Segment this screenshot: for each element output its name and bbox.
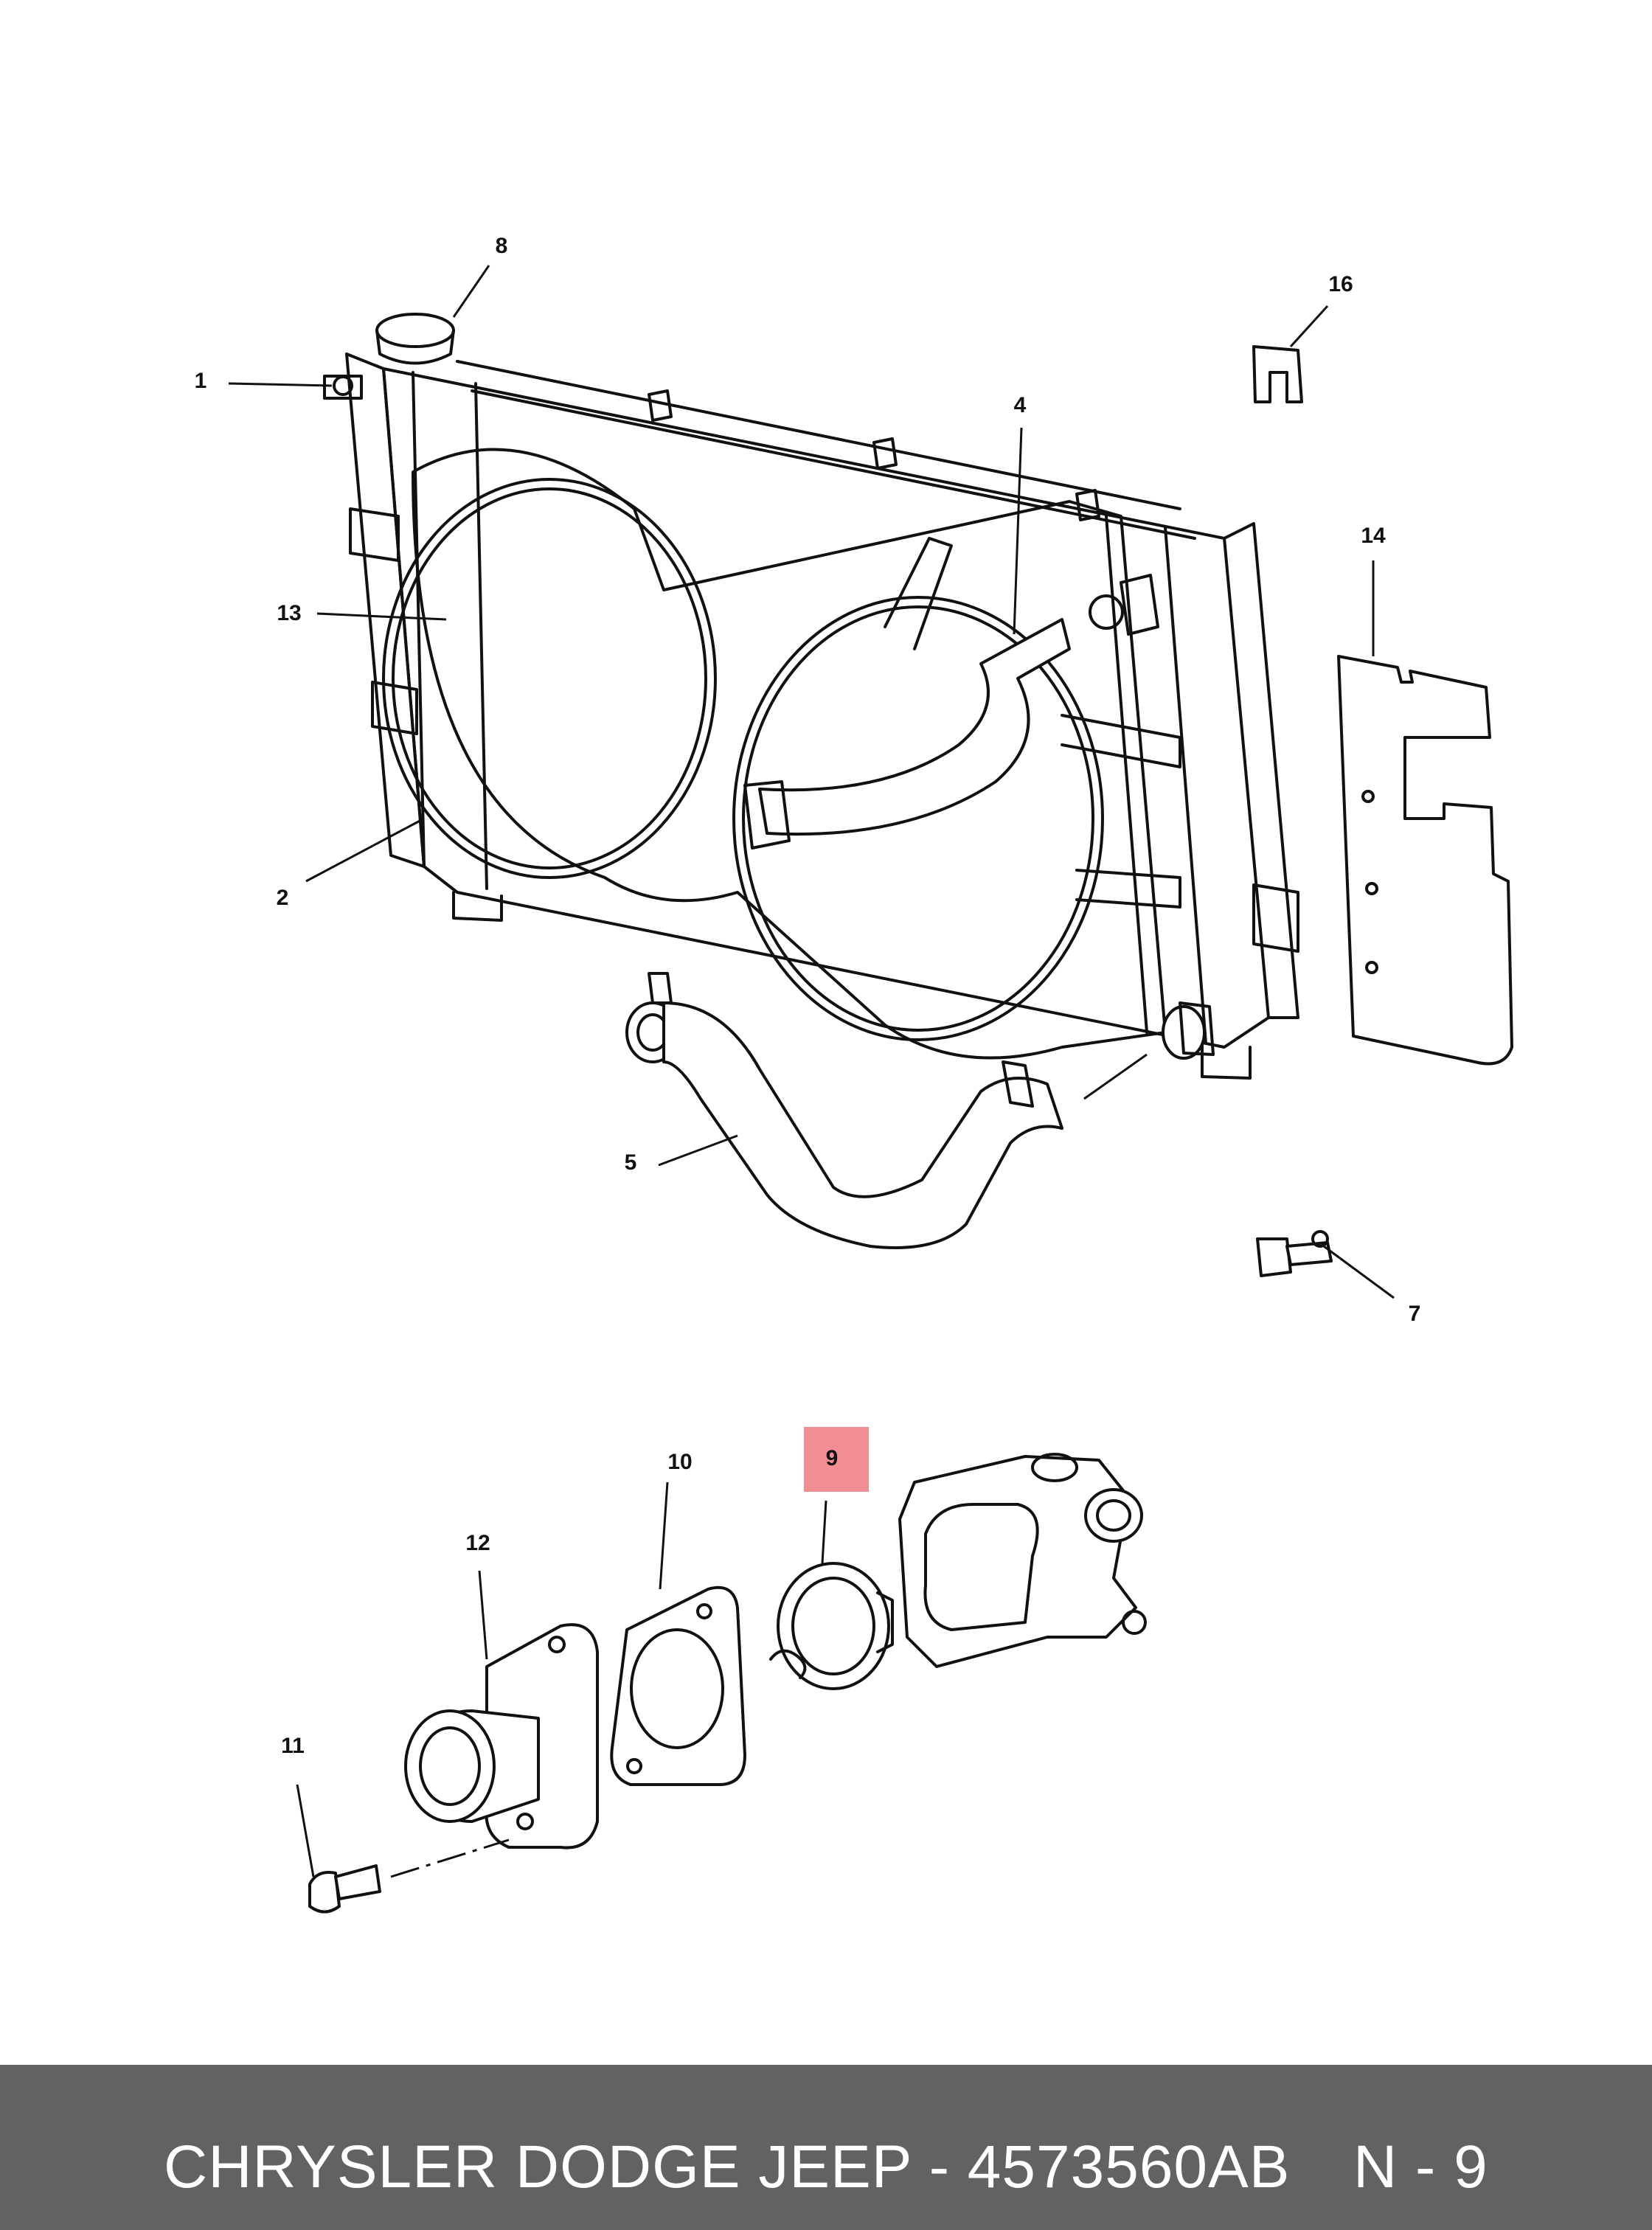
air-seal <box>1337 655 1513 1066</box>
callout-16: 16 <box>1328 272 1353 296</box>
parts-diagram <box>228 265 1513 1914</box>
callout-4: 4 <box>1013 393 1027 417</box>
callout-5: 5 <box>624 1150 637 1175</box>
callout-10: 10 <box>667 1450 693 1474</box>
part-number-label: CHRYSLER DODGE JEEP - 4573560AB <box>164 2133 1291 2201</box>
reference-code-label: N - 9 <box>1353 2133 1488 2201</box>
callout-14: 14 <box>1361 524 1386 548</box>
radiator-cap <box>375 313 455 365</box>
drain-cock <box>323 375 363 400</box>
footer-bar: CHRYSLER DODGE JEEP - 4573560AB N - 9 <box>0 2065 1652 2230</box>
highlight-box-part-9 <box>804 1427 869 1492</box>
callout-11: 11 <box>281 1734 305 1758</box>
fan-shroud <box>382 448 1181 1060</box>
water-outlet <box>404 1623 599 1849</box>
thermostat <box>769 1562 894 1690</box>
clip <box>1252 345 1303 403</box>
gasket <box>610 1585 746 1786</box>
leader-lines <box>228 265 1395 1878</box>
bolt-7 <box>1256 1230 1333 1277</box>
callout-1: 1 <box>194 369 207 393</box>
bolt-11 <box>308 1838 510 1914</box>
callout-7: 7 <box>1408 1302 1421 1326</box>
radiator <box>345 352 1299 1080</box>
lower-hose <box>625 972 1215 1249</box>
thermostat-housing <box>898 1453 1147 1668</box>
callout-9: 9 <box>825 1446 839 1470</box>
callout-8: 8 <box>495 234 508 258</box>
callout-12: 12 <box>465 1531 490 1555</box>
upper-hose <box>743 574 1159 850</box>
callout-2: 2 <box>276 886 289 910</box>
callout-13: 13 <box>277 601 302 625</box>
